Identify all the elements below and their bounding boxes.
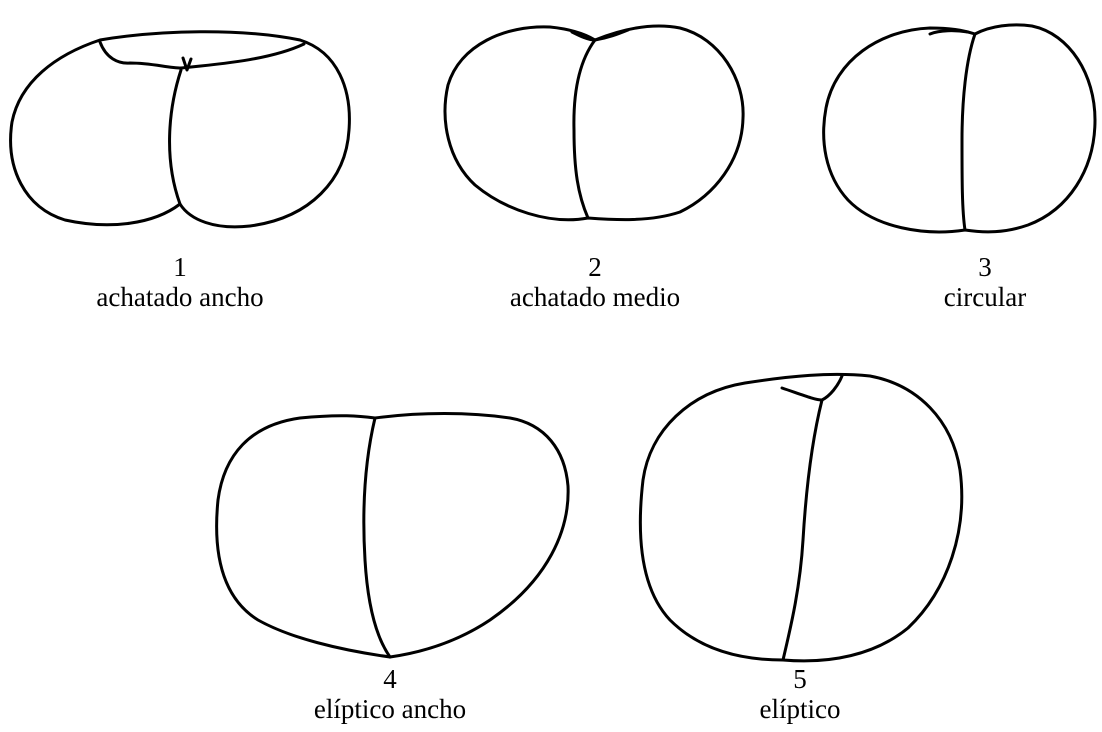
shape-2-divider	[574, 40, 595, 218]
shape-1-number: 1	[80, 252, 280, 282]
shape-4-name: elíptico ancho	[290, 694, 490, 724]
label-shape-4: 4 elíptico ancho	[290, 664, 490, 724]
shape-2-name: achatado medio	[485, 282, 705, 312]
shape-3-cap	[930, 31, 968, 34]
label-shape-2: 2 achatado medio	[485, 252, 705, 312]
shape-1-name: achatado ancho	[80, 282, 280, 312]
shape-5-name: elíptico	[740, 694, 860, 724]
shape-4-outline	[217, 414, 568, 658]
shape-3-name: circular	[915, 282, 1055, 312]
shape-3-outline	[824, 25, 1095, 232]
shape-2-achatado-medio	[445, 26, 743, 220]
shape-4-number: 4	[290, 664, 490, 694]
shape-4-eliptico-ancho	[217, 414, 568, 658]
shape-5-eliptico	[640, 374, 961, 660]
label-shape-1: 1 achatado ancho	[80, 252, 280, 312]
shape-2-number: 2	[485, 252, 705, 282]
shape-4-divider	[364, 418, 390, 657]
shape-3-number: 3	[915, 252, 1055, 282]
shape-1-divider	[170, 70, 181, 204]
shape-5-cap	[782, 376, 842, 400]
shape-3-circular	[824, 25, 1095, 232]
shape-1-outline	[11, 32, 350, 227]
shape-2-outline	[445, 26, 743, 220]
shape-5-number: 5	[740, 664, 860, 694]
label-shape-5: 5 elíptico	[740, 664, 860, 724]
shape-1-achatado-ancho	[11, 32, 350, 227]
label-shape-3: 3 circular	[915, 252, 1055, 312]
shape-1-cap	[100, 42, 304, 68]
shape-5-outline	[640, 374, 961, 660]
shape-3-divider	[962, 34, 975, 230]
shape-5-divider	[783, 400, 822, 660]
